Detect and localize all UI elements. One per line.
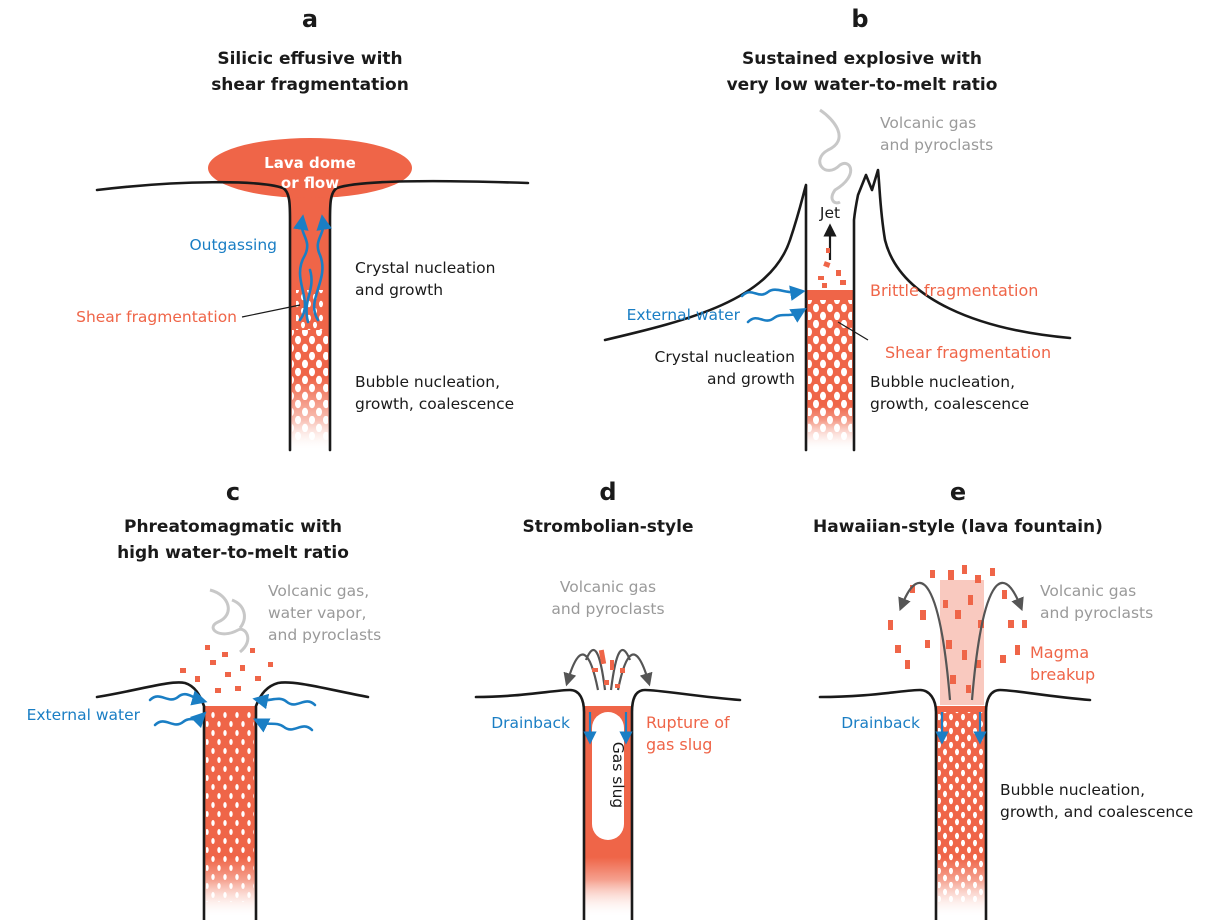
panel-a: a Silicic effusive with shear fragmentat… xyxy=(76,5,528,452)
panel-d-drainback-label: Drainback xyxy=(491,714,570,732)
panel-c-bubbles xyxy=(206,712,254,902)
panel-a-shear-label: Shear fragmentation xyxy=(76,308,237,326)
panel-b-title-line1: Sustained explosive with xyxy=(742,49,982,69)
panel-e-bubbles xyxy=(938,712,984,902)
panel-a-bubble-line1: Bubble nucleation, xyxy=(355,373,500,391)
panel-c-gas-line1: Volcanic gas, xyxy=(268,582,369,600)
panel-b-bubble-line1: Bubble nucleation, xyxy=(870,373,1015,391)
panel-c-title-line1: Phreatomagmatic with xyxy=(124,517,342,537)
panel-b-title-line2: very low water-to-melt ratio xyxy=(727,75,998,95)
panel-e-bubble-line2: growth, and coalescence xyxy=(1000,803,1193,821)
panel-e-letter: e xyxy=(950,478,966,506)
panel-b-letter: b xyxy=(851,5,868,33)
panel-d-gas-slug-label: Gas slug xyxy=(609,742,627,809)
panel-b-pyroclasts xyxy=(818,248,846,288)
panel-d-gas-line2: and pyroclasts xyxy=(551,600,664,618)
panel-e-gas-line1: Volcanic gas xyxy=(1040,582,1136,600)
panel-b: b Sustained explosive with very low wate… xyxy=(605,5,1070,452)
panel-a-dome-label-line1: Lava dome xyxy=(264,154,356,172)
panel-b-external-water-label: External water xyxy=(627,306,741,324)
panel-c-ground-right xyxy=(256,682,368,920)
panel-a-crystal-line1: Crystal nucleation xyxy=(355,259,495,277)
panel-a-letter: a xyxy=(302,5,318,33)
panel-d: d Strombolian-style Volcanic gas and pyr… xyxy=(476,478,740,920)
panel-c-water-arrow-right-2 xyxy=(260,722,312,730)
panel-a-dome-label-line2: or flow xyxy=(281,174,339,192)
panel-a-outgassing-label: Outgassing xyxy=(189,236,277,254)
panel-e-magma-line1: Magma xyxy=(1030,643,1089,662)
panel-e-title: Hawaiian-style (lava fountain) xyxy=(813,517,1103,537)
panel-a-crystal-line2: and growth xyxy=(355,281,443,299)
panel-e-drainback-label: Drainback xyxy=(841,714,920,732)
panel-b-bubbles xyxy=(808,300,852,440)
panel-c: c Phreatomagmatic with high water-to-mel… xyxy=(27,478,382,920)
panel-b-gas-line1: Volcanic gas xyxy=(880,114,976,132)
panel-b-gas-line2: and pyroclasts xyxy=(880,136,993,154)
panel-e-lava-fountain xyxy=(888,565,1027,705)
panel-c-external-water-label: External water xyxy=(27,706,141,724)
panel-d-gas-arc-left xyxy=(568,655,598,690)
panel-c-letter: c xyxy=(226,478,240,506)
panel-c-pyroclasts xyxy=(180,645,273,693)
panel-d-title: Strombolian-style xyxy=(523,517,694,537)
panel-c-water-arrow-left-2 xyxy=(155,717,201,725)
panel-b-brittle-label: Brittle fragmentation xyxy=(870,281,1038,300)
panel-b-bubble-line2: growth, coalescence xyxy=(870,395,1029,413)
panel-d-letter: d xyxy=(599,478,616,506)
panel-b-crystal-line1: Crystal nucleation xyxy=(655,348,795,366)
panel-a-title-line1: Silicic effusive with xyxy=(217,49,402,69)
panel-d-rupture-line1: Rupture of xyxy=(646,713,730,732)
panel-b-gas-plume xyxy=(820,110,851,203)
panel-c-gas-plume xyxy=(210,590,248,652)
panel-b-crystal-line2: and growth xyxy=(707,370,795,388)
panel-e-magma-line2: breakup xyxy=(1030,665,1095,684)
panel-b-water-arrow-2 xyxy=(748,312,800,322)
panel-c-water-arrow-left-1 xyxy=(150,694,200,700)
panel-e-gas-line2: and pyroclasts xyxy=(1040,604,1153,622)
panel-a-title-line2: shear fragmentation xyxy=(211,75,409,95)
panel-a-bubble-line2: growth, coalescence xyxy=(355,395,514,413)
panel-c-gas-line3: and pyroclasts xyxy=(268,626,381,644)
panel-b-shear-label: Shear fragmentation xyxy=(885,343,1051,362)
panel-e: e Hawaiian-style (lava fountain) xyxy=(813,478,1193,920)
panel-b-jet-label: Jet xyxy=(819,204,840,222)
panel-e-bubble-line1: Bubble nucleation, xyxy=(1000,781,1145,799)
panel-d-gas-line1: Volcanic gas xyxy=(560,578,656,596)
panel-d-rupture-line2: gas slug xyxy=(646,735,712,754)
panel-c-gas-line2: water vapor, xyxy=(268,604,366,622)
panel-c-water-arrow-right-1 xyxy=(260,699,315,705)
panel-c-title-line2: high water-to-melt ratio xyxy=(117,543,349,563)
